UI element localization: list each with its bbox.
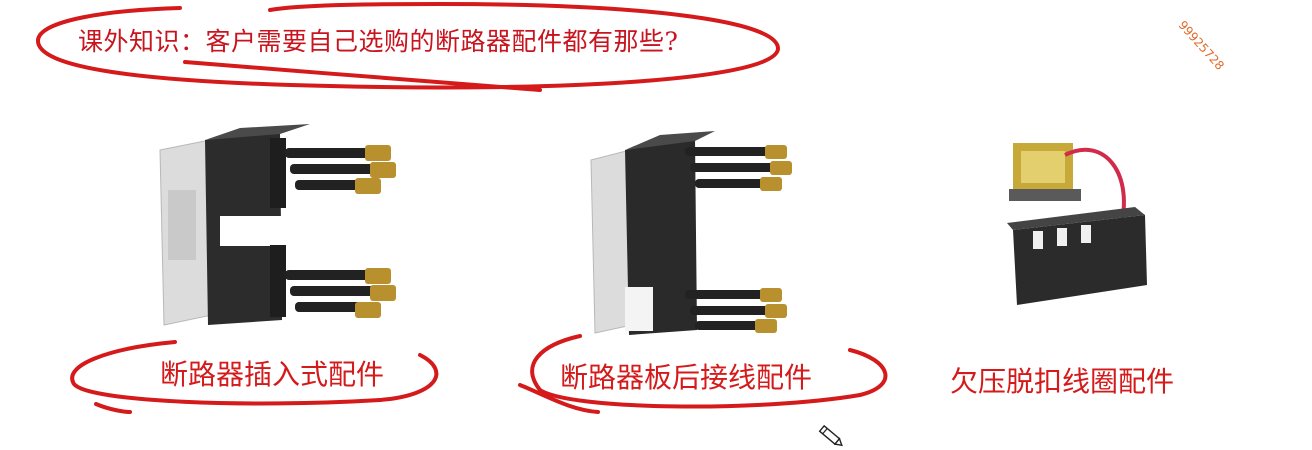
caption1-tail-annotation xyxy=(94,402,132,414)
page-title: 课外知识：客户需要自己选购的断路器配件都有那些? xyxy=(78,27,679,56)
caption-rear-connection-accessory: 断路器板后接线配件 xyxy=(560,361,813,394)
caption2-circle-annotation xyxy=(530,334,888,409)
plug-in-breaker-image xyxy=(159,124,396,326)
pencil-cursor-icon xyxy=(818,424,843,447)
caption1-circle-annotation xyxy=(70,340,439,406)
title-circle-annotation xyxy=(35,1,781,90)
rear-connection-breaker-image xyxy=(590,131,792,335)
caption-undervoltage-coil: 欠压脱扣线圈配件 xyxy=(950,365,1175,398)
title-underline-annotation xyxy=(183,60,542,92)
caption-plug-in-accessory: 断路器插入式配件 xyxy=(160,358,385,391)
caption2-tail-annotation xyxy=(518,383,600,414)
undervoltage-coil-image xyxy=(1007,143,1147,305)
